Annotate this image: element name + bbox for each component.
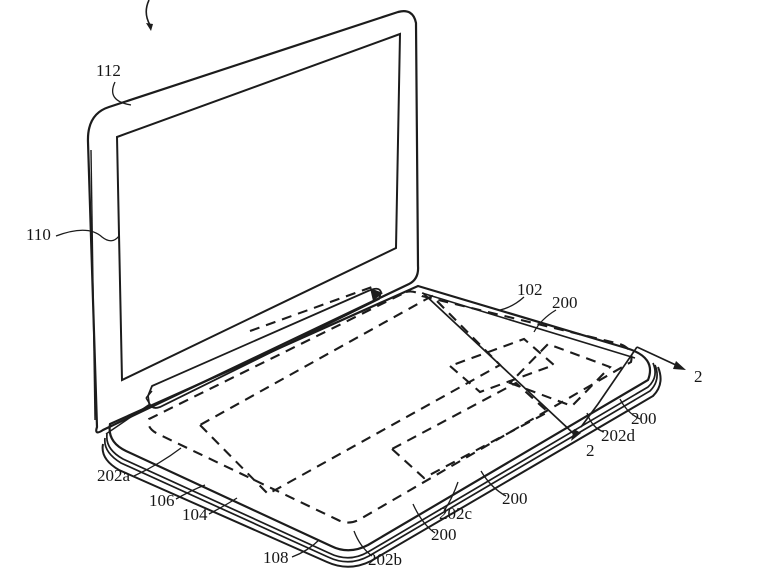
ref-labels: 1121101022002200202d2200202c200202b10810… <box>26 61 703 569</box>
base-deck-outline <box>108 284 652 552</box>
base-side-line-2 <box>103 364 658 563</box>
figure-callout-hook <box>145 0 153 31</box>
callout-hook-curve <box>145 0 151 26</box>
leader-line-200-b <box>619 398 641 420</box>
section-interior-line <box>422 292 575 435</box>
ref-label-202d: 202d <box>601 426 636 445</box>
laptop-base <box>101 284 662 568</box>
leader-line-108 <box>291 539 320 558</box>
base-side-line-1 <box>105 362 656 559</box>
ref-label-202c: 202c <box>439 504 473 523</box>
ref-label-202b: 202b <box>368 550 402 569</box>
touch-regions <box>147 286 633 524</box>
section-cut-line <box>580 346 638 428</box>
leader-line-202b <box>353 530 373 557</box>
region-perimeter-dashed <box>147 290 633 524</box>
ref-label-102: 102 <box>517 280 543 299</box>
ref-label-200-d: 200 <box>431 525 457 544</box>
base-back-right-edge-inner <box>421 292 636 359</box>
leader-line-104 <box>208 497 238 515</box>
leader-line-202d <box>586 412 605 433</box>
ref-label-2-top: 2 <box>694 367 703 386</box>
leader-line-200-c <box>480 470 507 497</box>
leader-line-202c <box>443 481 459 512</box>
section-indicator <box>422 292 686 441</box>
leader-lines <box>55 81 641 558</box>
laptop-lid <box>86 10 420 435</box>
display-screen-outline <box>115 32 402 382</box>
callout-hook-arrowhead <box>146 23 153 31</box>
section-top-arrowhead <box>673 361 686 370</box>
ref-label-112: 112 <box>96 61 121 80</box>
ref-label-202a: 202a <box>97 466 131 485</box>
lid-bottom-thickness-line <box>105 403 151 435</box>
ref-label-2-bot: 2 <box>586 441 595 460</box>
lid-outline <box>86 10 420 434</box>
region-hinge-back-dashed <box>249 286 373 332</box>
hinge-bar-end-wedge <box>370 288 383 301</box>
leader-line-200-d <box>412 503 436 534</box>
leader-line-102 <box>499 296 525 311</box>
region-202d-dashed <box>508 342 612 408</box>
ref-label-106: 106 <box>149 491 175 510</box>
section-top-arrow-shaft <box>636 346 679 367</box>
leader-line-106 <box>175 484 206 500</box>
ref-label-104: 104 <box>182 505 208 524</box>
ref-label-200-c: 200 <box>502 489 528 508</box>
region-center-back-dashed <box>447 337 557 394</box>
leader-line-112 <box>111 81 132 106</box>
ref-label-200-b: 200 <box>631 409 657 428</box>
lid-left-thickness-line <box>90 149 96 421</box>
leader-line-202a <box>133 447 182 477</box>
ref-label-110: 110 <box>26 225 51 244</box>
base-bottom-edge <box>101 366 662 568</box>
section-bottom-arrowhead <box>571 429 581 441</box>
ref-label-200-a: 200 <box>552 293 578 312</box>
region-202c-dashed <box>390 381 550 480</box>
leader-line-200-a <box>533 309 557 333</box>
ref-label-108: 108 <box>263 548 289 567</box>
leader-line-110 <box>55 229 120 242</box>
